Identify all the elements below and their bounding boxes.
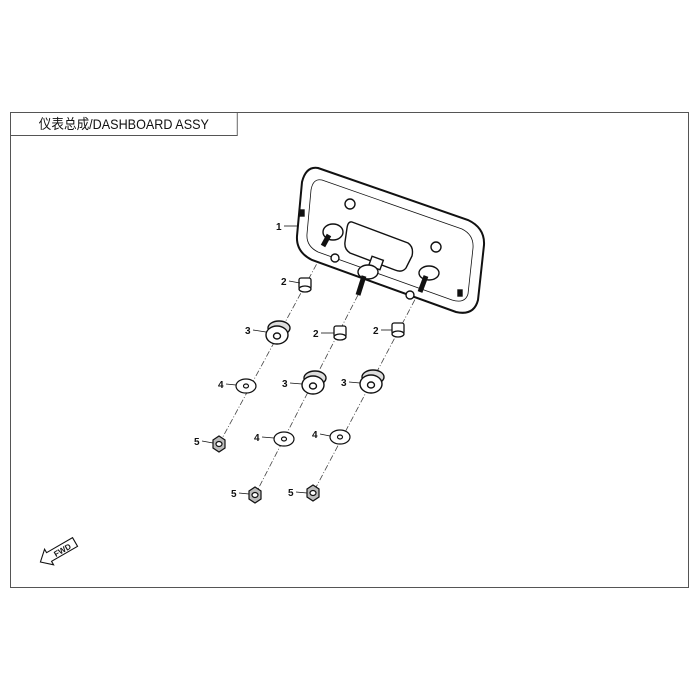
nut-c — [306, 484, 320, 502]
callout-3: 3 — [341, 378, 347, 389]
diagram-frame — [10, 112, 689, 588]
washer-a — [235, 378, 257, 394]
washer-b — [273, 431, 295, 447]
callout-5: 5 — [194, 437, 200, 448]
dashboard-unit[interactable] — [295, 166, 486, 314]
nut-a — [212, 435, 226, 453]
spacer-a — [298, 277, 312, 293]
callout-2: 2 — [313, 329, 319, 340]
washer-c — [329, 429, 351, 445]
callout-2: 2 — [373, 326, 379, 337]
callout-5: 5 — [288, 488, 294, 499]
callout-4: 4 — [312, 430, 318, 441]
callout-leaders — [201, 225, 392, 495]
diagram-title: 仪表总成/DASHBOARD ASSY — [10, 112, 238, 136]
callout-5: 5 — [231, 489, 237, 500]
callout-4: 4 — [254, 433, 260, 444]
callout-1: 1 — [276, 222, 282, 233]
spacer-c — [391, 322, 405, 338]
nut-b — [248, 486, 262, 504]
callout-3: 3 — [245, 326, 251, 337]
callout-4: 4 — [218, 380, 224, 391]
callout-3: 3 — [282, 379, 288, 390]
callout-2: 2 — [281, 277, 287, 288]
grommet-b — [301, 370, 327, 395]
grommet-a — [265, 320, 291, 345]
grommet-c — [359, 369, 385, 394]
forward-arrow-icon: FWD — [39, 536, 79, 566]
spacer-b — [333, 325, 347, 341]
